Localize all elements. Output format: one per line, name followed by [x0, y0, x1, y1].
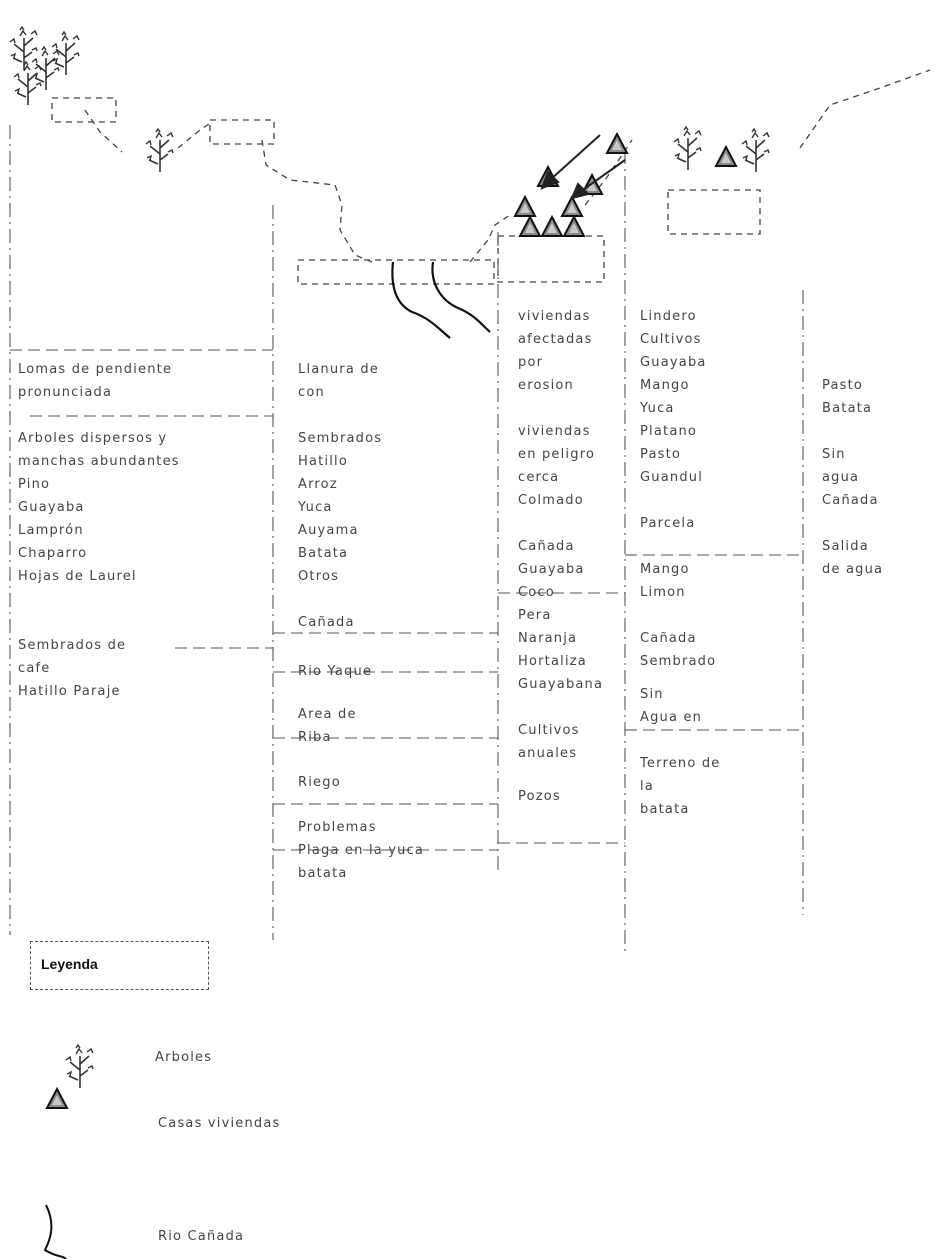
legend-box: Leyenda	[30, 941, 209, 990]
zone-3-line	[518, 512, 603, 535]
zone-4-line: Mango	[640, 378, 690, 393]
zone-3-line: viviendas	[518, 309, 591, 324]
zone-5-line: Batata	[822, 401, 873, 416]
zone-4-line: Lindero	[640, 309, 697, 324]
zone-4-line: batata	[640, 802, 690, 817]
zone-3-line: anuales	[518, 746, 578, 761]
zone-2-line: Riba	[298, 730, 332, 745]
zone-5-line: Salida	[822, 539, 869, 554]
zone-4-line: Terreno de	[640, 756, 721, 771]
zone-3-line: Guayabana	[518, 677, 604, 692]
zone-3-line: Pera	[518, 608, 552, 623]
zone-5-line	[822, 351, 883, 374]
zone-5-line: de agua	[822, 562, 884, 577]
zone-5-line	[822, 328, 883, 351]
zone-2-text: Llanura de con Sembrados Hatillo Arroz Y…	[298, 358, 424, 885]
legend-label-trees: Arboles	[155, 1050, 213, 1065]
zone-3-line: por	[518, 355, 544, 370]
zone-5-line: agua	[822, 470, 860, 485]
zone-1-line: Arboles dispersos y	[18, 431, 168, 446]
legend-label-river: Rio Cañada	[158, 1229, 245, 1244]
zone-2-line: Hatillo	[298, 454, 349, 469]
zone-3-line: Colmado	[518, 493, 584, 508]
zone-2-line: batata	[298, 866, 348, 881]
legend-label-houses: Casas viviendas	[158, 1116, 281, 1131]
zone-3-line: Coco	[518, 585, 555, 600]
zone-1-line: Pino	[18, 477, 51, 492]
zone-2-line: Sembrados	[298, 431, 383, 446]
house-icon	[46, 1088, 68, 1109]
zone-1-line: cafe	[18, 661, 51, 676]
zone-1-line: Lomas de pendiente	[18, 362, 173, 377]
zone-dividers	[9, 125, 804, 955]
zone-5-line: Pasto	[822, 378, 864, 393]
zone-3-line: Guayaba	[518, 562, 585, 577]
tree-icon	[65, 1044, 94, 1089]
zone-4-line: Cultivos	[640, 332, 702, 347]
zone-1-text: Lomas de pendiente pronunciada Arboles d…	[18, 358, 180, 703]
zone-3-line: erosion	[518, 378, 574, 393]
zone-4-line: Pasto	[640, 447, 682, 462]
zone-4-line: Agua en	[640, 710, 703, 725]
zone-3-line: Hortaliza	[518, 654, 587, 669]
terrain-profile	[51, 69, 931, 285]
zone-2-line: Cañada	[298, 615, 355, 630]
zone-5-line: Sin	[822, 447, 846, 462]
zone-2-line: con	[298, 385, 325, 400]
zone-4-line: Guayaba	[640, 355, 707, 370]
zone-3-line: viviendas	[518, 424, 591, 439]
zone-2-line: Llanura de	[298, 362, 379, 377]
zone-4-line: Parcela	[640, 516, 696, 531]
zone-2-line: Problemas	[298, 820, 377, 835]
zone-2-line: Auyama	[298, 523, 359, 538]
zone-4-line: Mango	[640, 562, 690, 577]
zone-1-line: Chaparro	[18, 546, 88, 561]
zone-5-line	[822, 305, 883, 328]
zone-2-line: Otros	[298, 569, 340, 584]
legend-title: Leyenda	[41, 956, 98, 972]
zone-2-line: Batata	[298, 546, 349, 561]
zone-5-text: Pasto Batata Sin agua Cañada Salida de a…	[822, 305, 883, 581]
zone-2-line: Riego	[298, 775, 341, 790]
zone-4-text: Lindero Cultivos Guayaba Mango Yuca Plat…	[640, 305, 720, 821]
zone-3-line: afectadas	[518, 332, 593, 347]
zone-4-line: Platano	[640, 424, 698, 439]
zone-1-line: pronunciada	[18, 385, 113, 400]
zone-2-line: Arroz	[298, 477, 338, 492]
zone-4-line: Yuca	[640, 401, 675, 416]
zone-2-line: Rio Yaque	[298, 664, 373, 679]
section-dividers	[10, 349, 803, 851]
river-icon	[43, 1204, 67, 1259]
zone-1-line: Lamprón	[18, 523, 84, 538]
zone-4-line: Cañada	[640, 631, 697, 646]
zone-3-line: Naranja	[518, 631, 578, 646]
zone-4-line: Sembrado	[640, 654, 717, 669]
zone-4-line: Sin	[640, 687, 664, 702]
zone-3-line: en peligro	[518, 447, 596, 462]
zone-2-line: Area de	[298, 707, 357, 722]
tree-icons	[9, 26, 770, 173]
zone-1-line: Guayaba	[18, 500, 85, 515]
zone-3-line: cerca	[518, 470, 560, 485]
zone-3-line: Cultivos	[518, 723, 580, 738]
zone-4-line: Guandul	[640, 470, 704, 485]
legend-icons	[43, 1044, 94, 1259]
zone-2-line: Plaga en la yuca	[298, 843, 425, 858]
arrows	[540, 134, 626, 200]
zone-5-line: Cañada	[822, 493, 879, 508]
zone-1-line: manchas abundantes	[18, 454, 180, 469]
zone-3-line: Cañada	[518, 539, 575, 554]
zone-1-line: Hatillo Paraje	[18, 684, 121, 699]
zone-4-line: Limon	[640, 585, 686, 600]
zone-1-line: Sembrados de	[18, 638, 127, 653]
zone-3-line: Pozos	[518, 789, 561, 804]
zone-3-text: viviendas afectadas por erosion vivienda…	[518, 305, 603, 808]
zone-2-line: Yuca	[298, 500, 333, 515]
river-lines	[391, 261, 491, 339]
zone-1-line: Hojas de Laurel	[18, 569, 137, 584]
zone-4-line: la	[640, 779, 654, 794]
